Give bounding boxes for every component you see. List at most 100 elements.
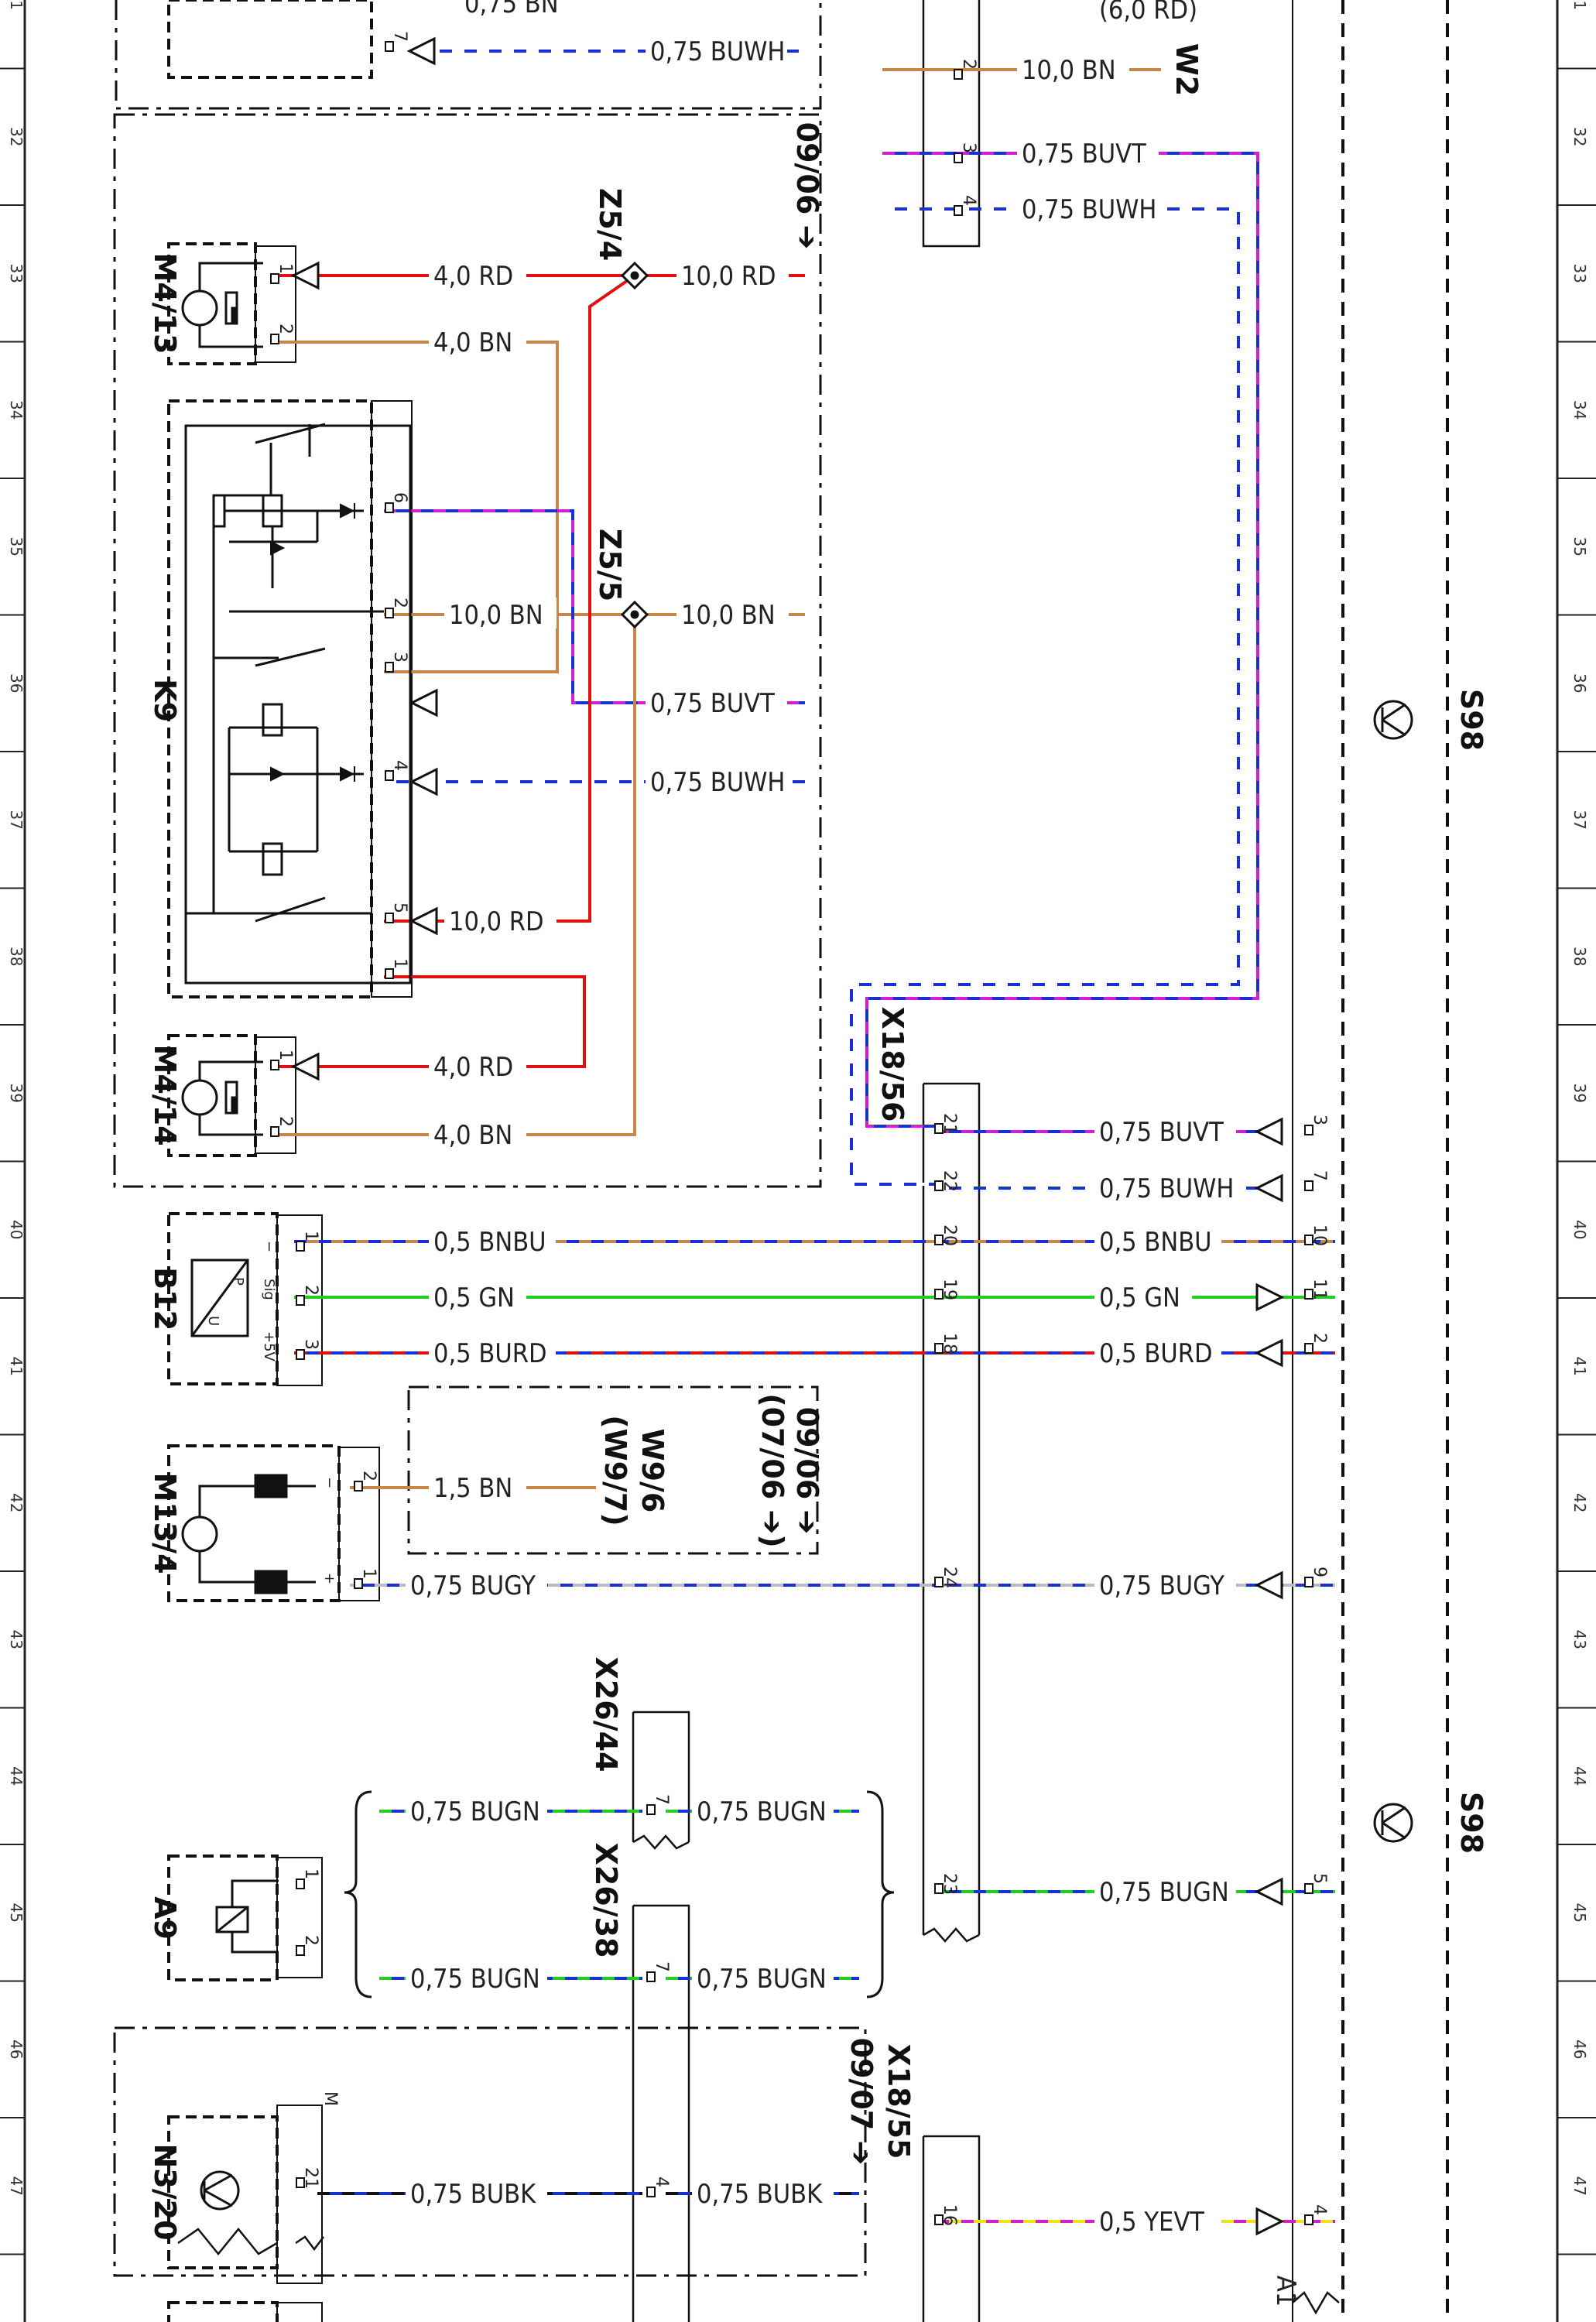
sig-m134-plus: + bbox=[321, 1573, 337, 1584]
pin-number: 2 bbox=[276, 1116, 295, 1127]
s98-symbol-b bbox=[1373, 1803, 1413, 1843]
wire-label-bg bbox=[646, 686, 787, 717]
component-frames bbox=[167, 0, 373, 2322]
grid-number-left: 38 bbox=[7, 947, 26, 966]
motor-m4-13-symbol bbox=[181, 262, 263, 348]
relay-k9-diodes bbox=[270, 503, 355, 782]
grid-number-left: 45 bbox=[7, 1903, 26, 1923]
grid-number-right: 40 bbox=[1570, 1220, 1589, 1239]
label-m13-4: M13/4 bbox=[148, 1472, 182, 1574]
grid-number-right: 47 bbox=[1570, 2176, 1589, 2196]
wire-label: 0,5 YEVT bbox=[1099, 2207, 1204, 2238]
grid-number-right: 39 bbox=[1570, 1084, 1589, 1103]
pin-number: 3 bbox=[959, 142, 978, 153]
pin-terminal bbox=[296, 1241, 305, 1252]
pin-terminal bbox=[1304, 1235, 1313, 1245]
pin-terminal bbox=[354, 1578, 363, 1589]
sig-b12-p: P bbox=[230, 1277, 246, 1286]
ref-09-07: 09/07 ➔ bbox=[844, 2038, 878, 2166]
pin-terminal bbox=[934, 1123, 944, 1134]
wire-top-buvt bbox=[865, 152, 1259, 1128]
sig-b12-sig: Sig bbox=[261, 1279, 277, 1300]
label-a1: A1 bbox=[1270, 2276, 1301, 2307]
pin-terminal bbox=[934, 1180, 944, 1191]
grid-number-left: 33 bbox=[7, 264, 26, 283]
wire-base-stroke bbox=[271, 615, 636, 1136]
pin-number: 3 bbox=[1310, 1115, 1329, 1125]
wire-label-bg bbox=[429, 1118, 526, 1149]
wire-label-bg bbox=[406, 2176, 547, 2207]
label-s98-a: S98 bbox=[1454, 689, 1488, 751]
pin-terminal bbox=[270, 273, 279, 284]
wire-label-bg bbox=[429, 1050, 526, 1081]
pin-terminal bbox=[954, 205, 963, 216]
pin-number: 9 bbox=[1310, 1567, 1329, 1577]
wire-label: 4,0 BN bbox=[433, 327, 512, 358]
sig-b12-minus: − bbox=[261, 1241, 277, 1252]
pin-number: 1 bbox=[301, 1868, 320, 1879]
wire-m413-bn bbox=[271, 341, 559, 673]
wire-label-bg bbox=[692, 1961, 834, 1992]
pin-terminal bbox=[1304, 1289, 1313, 1300]
wire-label-bg bbox=[1094, 1336, 1221, 1367]
label-m4-13: M4/13 bbox=[148, 252, 182, 354]
wire-label: 0,75 BUGN bbox=[410, 1964, 540, 1995]
grid-number-right: 38 bbox=[1570, 947, 1589, 966]
label-x18-56: X18/56 bbox=[875, 1007, 909, 1122]
pin-terminal bbox=[296, 1945, 305, 1956]
connector-labels: Z5/4 Z5/5 X18/56 X26/44 X26/38 X18/55 W2… bbox=[589, 43, 1204, 2159]
wire-label-bg bbox=[692, 2176, 834, 2207]
direction-arrow bbox=[290, 261, 320, 290]
pin-number: 3 bbox=[390, 652, 409, 663]
wire-label: 0,75 BUGN bbox=[697, 1796, 827, 1827]
component-labels: M4/13 K9 M4/14 B12 M13/4 A9 N3/20 S98 S9… bbox=[148, 252, 1488, 2307]
wire-label-bg bbox=[1017, 136, 1159, 167]
wire-label: 0,75 BUGN bbox=[410, 1796, 540, 1827]
grid-number-right: 33 bbox=[1570, 264, 1589, 283]
pin-terminal bbox=[270, 1126, 279, 1137]
pin-number: 7 bbox=[652, 1961, 671, 1972]
pin-terminal bbox=[954, 152, 963, 163]
wire-base-stroke bbox=[271, 975, 586, 1068]
grid-number-left: 43 bbox=[7, 1630, 26, 1649]
pin-terminal bbox=[934, 1343, 944, 1354]
grid-number-left: 40 bbox=[7, 1220, 26, 1239]
label-m4-14: M4/14 bbox=[148, 1044, 182, 1146]
label-w9-7: (W9/7) bbox=[598, 1415, 632, 1526]
direction-arrow bbox=[409, 688, 438, 717]
grid-number-left: 36 bbox=[7, 673, 26, 693]
pin-terminal bbox=[934, 1577, 944, 1587]
pin-terminal bbox=[1304, 2214, 1313, 2225]
wire-label-bg bbox=[429, 259, 526, 289]
signal-labels: − Sig +5V P U − + M bbox=[205, 1241, 340, 2106]
pin-number: 2 bbox=[301, 1935, 320, 1946]
wire-label: 10,0 RD bbox=[681, 261, 776, 292]
wire-label-bg bbox=[429, 1280, 526, 1311]
s98-symbol-a bbox=[1373, 700, 1413, 740]
pin-number: 1 bbox=[276, 263, 295, 274]
grid-number-right: 44 bbox=[1570, 1766, 1589, 1786]
wire-label: 0,5 BURD bbox=[433, 1338, 547, 1369]
pin-terminal bbox=[385, 770, 394, 781]
grid-ticks bbox=[0, 67, 1596, 2255]
grid-number-left: 42 bbox=[7, 1493, 26, 1512]
grid-number-left: 34 bbox=[7, 400, 26, 420]
grid-number-right: 41 bbox=[1570, 1357, 1589, 1376]
grid-number-left: 37 bbox=[7, 810, 26, 830]
pin-number: 5 bbox=[1310, 1873, 1329, 1884]
pin-number: 2 bbox=[390, 598, 409, 608]
reference-labels: 09/06 ➔ 09/06 ➔ (07/06 ➔) 09/07 ➔ (6,0 R… bbox=[755, 0, 1197, 2165]
wire-label: 0,5 BURD bbox=[1099, 1338, 1213, 1369]
wire-label: 0,75 BN bbox=[464, 0, 559, 19]
wire-label-bg bbox=[444, 598, 557, 628]
wire-label-bg bbox=[1094, 1568, 1236, 1599]
label-s98-b: S98 bbox=[1454, 1792, 1488, 1854]
label-z5-4: Z5/4 bbox=[593, 188, 627, 261]
direction-arrow bbox=[1254, 1173, 1283, 1203]
pin-terminal bbox=[954, 69, 963, 80]
grid-number-right: 46 bbox=[1570, 2039, 1589, 2059]
pin-number: 4 bbox=[1310, 2204, 1329, 2215]
wire-m414-bn bbox=[271, 615, 636, 1136]
pin-terminal bbox=[296, 2177, 305, 2188]
